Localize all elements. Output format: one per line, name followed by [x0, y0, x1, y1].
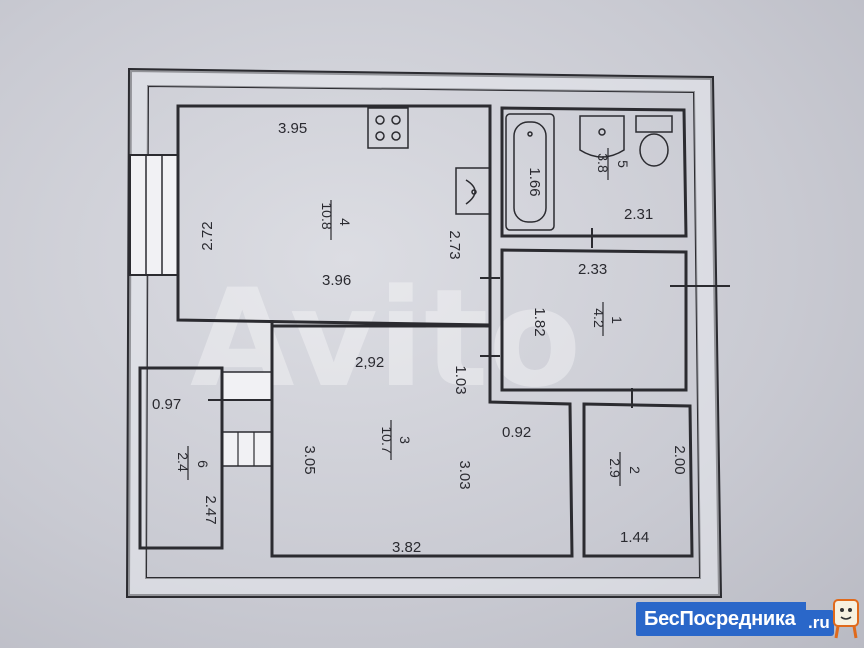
room-6-number: 6 [195, 460, 211, 468]
room-3-number: 3 [397, 436, 413, 444]
dim-2-right: 2.00 [671, 445, 688, 474]
dim-6-right: 2.47 [202, 495, 219, 524]
bezposrednika-logo[interactable]: БесПосредника .ru [636, 596, 864, 648]
dim-3-top: 2,92 [355, 354, 384, 371]
dim-3-corridor: 1.03 [452, 365, 469, 394]
room-1-area: 4.2 [591, 308, 607, 328]
window-left-bottom [221, 371, 273, 467]
dim-4-left: 2.72 [199, 221, 216, 250]
dim-6-top: 0.97 [152, 396, 181, 413]
room-4-area: 10.8 [319, 202, 335, 229]
room-5-area: 3.8 [595, 153, 611, 173]
room-2-number: 2 [627, 466, 643, 474]
dim-3-left: 3.05 [301, 445, 318, 474]
room-walls [138, 104, 694, 558]
dim-1-top: 2.33 [578, 261, 607, 278]
dim-1-left: 1.82 [531, 307, 548, 336]
room-2-area: 2.9 [607, 458, 623, 478]
logo-tld: .ru [804, 610, 834, 636]
dim-5: 2.31 [624, 206, 653, 223]
room-6-area: 2.4 [175, 452, 191, 472]
room-4-number: 4 [337, 218, 353, 226]
dim-4-right: 2.73 [446, 230, 463, 259]
mascot-icon [833, 599, 859, 639]
doors [208, 228, 730, 408]
stove-icon [367, 107, 409, 149]
dim-3-bottom: 3.82 [392, 539, 421, 556]
toilet-icon [635, 115, 673, 167]
washbasin-icon [579, 115, 625, 158]
room-3-area: 10.7 [379, 426, 395, 453]
fraction-lines [187, 148, 621, 486]
dim-2-bottom: 1.44 [620, 529, 649, 546]
dim-4-top: 3.95 [278, 120, 307, 137]
dim-4-bottom: 3.96 [322, 272, 351, 289]
dim-3-right: 3.03 [456, 460, 473, 489]
bathtub-icon [505, 113, 555, 231]
room-1-number: 1 [609, 316, 625, 324]
logo-name: БесПосредника [636, 602, 806, 636]
window-left-top [129, 154, 179, 276]
room-5-number: 5 [615, 160, 631, 168]
bath-length: 1.66 [526, 167, 543, 196]
kitchen-sink-icon [455, 167, 491, 215]
dim-3-step: 0.92 [502, 424, 531, 441]
